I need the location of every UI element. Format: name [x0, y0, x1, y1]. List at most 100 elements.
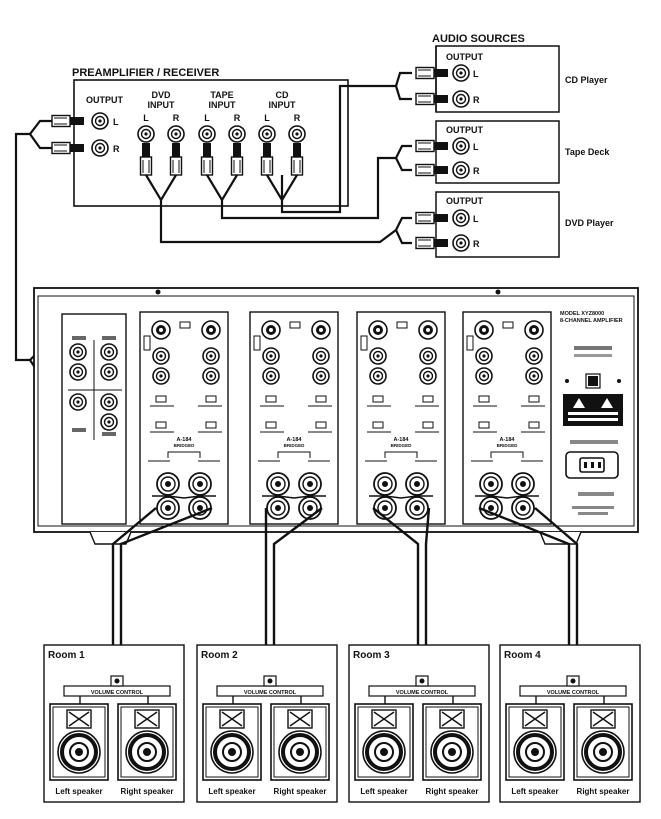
- preamp-output-left-plug: [51, 114, 85, 128]
- cd-right-plug: [290, 142, 304, 176]
- input-jack-row: L R L R L R: [137, 113, 306, 176]
- tape-source-right-jack: [452, 161, 470, 179]
- tape-source-right-plug: [415, 163, 449, 177]
- cd-right-label: R: [294, 113, 301, 123]
- audio-sources-title: AUDIO SOURCES: [432, 33, 525, 45]
- amp-subtitle: 8-CHANNEL AMPLIFIER: [560, 318, 623, 324]
- module-4-knob-a: [474, 320, 494, 340]
- preamplifier-receiver: PREAMPLIFIER / RECEIVER OUTPUT L R DVD I…: [72, 67, 349, 207]
- room-2-left-speaker: Left speaker: [202, 696, 262, 796]
- tape-source-right-label: R: [473, 166, 480, 176]
- dvd-right-jack: [167, 125, 185, 143]
- cd-source-right-plug: [415, 92, 449, 106]
- module-4-post-2: [511, 472, 535, 496]
- amp-in-jack-6: [100, 393, 118, 411]
- source-dvd-player: OUTPUT L R DVD Player: [435, 191, 614, 258]
- room-4-left-speaker: Left speaker: [505, 696, 565, 796]
- module-3-jack-4: [419, 367, 437, 385]
- module-3-jack-2: [419, 347, 437, 365]
- dvd-source-right-jack: [452, 234, 470, 252]
- module-1-label: A-184: [177, 437, 193, 443]
- cd-player-label: CD Player: [565, 75, 608, 85]
- room-3-right-speaker-label: Right speaker: [426, 787, 479, 796]
- module-1-post-1: [156, 472, 180, 496]
- dvd-left-jack: [137, 125, 155, 143]
- audio-sources: AUDIO SOURCES OUTPUT L R CD Player OUTPU…: [415, 33, 614, 258]
- room-3-cable-b: [424, 507, 431, 676]
- dvd-source-right-plug: [415, 236, 449, 250]
- module-2-jack-1: [262, 347, 280, 365]
- dvd-left-plug: [139, 142, 153, 176]
- cd-left-label: L: [264, 113, 270, 123]
- room-3-cable-a: [372, 507, 420, 676]
- speaker-cables: [111, 506, 579, 676]
- room-2-volume-label: VOLUME CONTROL: [244, 690, 297, 696]
- tape-cable-right: [395, 157, 412, 172]
- cd-left-jack: [258, 125, 276, 143]
- cd-source-left-plug: [415, 66, 449, 80]
- dvd-input-label: DVD: [151, 90, 171, 100]
- tape-source-left-label: L: [473, 142, 479, 152]
- module-2-post-2: [298, 472, 322, 496]
- module-2-sublabel: BRIDGED: [284, 443, 306, 448]
- room-2: Room 2 VOLUME CONTROL Left speaker Right sp…: [196, 644, 338, 803]
- amp-input-section: [61, 313, 127, 525]
- room-3-title: Room 3: [353, 650, 390, 661]
- preamp-output-right-label: R: [113, 144, 120, 154]
- preamp-output-right-jack: [91, 139, 109, 157]
- room-2-left-speaker-label: Left speaker: [208, 787, 255, 796]
- tape-output-label: OUTPUT: [446, 125, 484, 135]
- module-1-jack-1: [152, 347, 170, 365]
- multichannel-amplifier: A-184BRIDGEDA-184BRIDGEDA-184BRIDGEDA-18…: [33, 287, 639, 545]
- amp-in-jack-2: [69, 363, 87, 381]
- room-2-title: Room 2: [201, 650, 238, 661]
- room-4-cable-a: [478, 506, 571, 676]
- module-1-knob-b: [201, 320, 221, 340]
- dvd-cable-left: [159, 200, 412, 244]
- amp-info-panel: MODEL XYZ8000 8-CHANNEL AMPLIFIER: [560, 311, 623, 515]
- dvd-cable-right: [395, 229, 412, 245]
- module-4-jack-2: [525, 347, 543, 365]
- module-1-sublabel: BRIDGED: [174, 443, 196, 448]
- cd-source-left-jack: [452, 64, 470, 82]
- module-2-knob-b: [311, 320, 331, 340]
- module-3-jack-1: [369, 347, 387, 365]
- room-2-right-speaker: Right speaker: [270, 696, 330, 796]
- module-2-jack-4: [312, 367, 330, 385]
- module-1-knob-a: [151, 320, 171, 340]
- dvd-source-left-label: L: [473, 214, 479, 224]
- tape-right-label: R: [234, 113, 241, 123]
- module-3-knob-b: [418, 320, 438, 340]
- module-3-post-3: [373, 496, 397, 520]
- room-1-cable-a: [111, 507, 157, 676]
- module-4-jack-1: [475, 347, 493, 365]
- module-3-post-4: [405, 496, 429, 520]
- module-3-knob-a: [368, 320, 388, 340]
- room-4-right-speaker-label: Right speaker: [577, 787, 630, 796]
- preamp-output-left-jack: [91, 112, 109, 130]
- source-tape-deck: OUTPUT L R Tape Deck: [435, 120, 610, 184]
- room-4-left-speaker-label: Left speaker: [511, 787, 558, 796]
- dvd-source-right-label: R: [473, 239, 480, 249]
- cd-cable-left: [280, 71, 412, 214]
- room-1-cable-b: [119, 506, 213, 676]
- module-2-jack-3: [262, 367, 280, 385]
- cd-source-right-label: R: [473, 95, 480, 105]
- module-4-knob-b: [524, 320, 544, 340]
- room-2-right-speaker-label: Right speaker: [274, 787, 327, 796]
- tape-input-label: TAPE: [210, 90, 233, 100]
- room-1-right-speaker: Right speaker: [117, 696, 177, 796]
- room-3-left-speaker: Left speaker: [354, 696, 414, 796]
- module-3-sublabel: BRIDGED: [391, 443, 413, 448]
- module-2-post-1: [266, 472, 290, 496]
- module-1-jack-2: [202, 347, 220, 365]
- room-2-cable-b: [272, 507, 323, 676]
- room-3-volume-label: VOLUME CONTROL: [396, 690, 449, 696]
- room-1-volume-label: VOLUME CONTROL: [91, 690, 144, 696]
- cd-source-right-jack: [452, 90, 470, 108]
